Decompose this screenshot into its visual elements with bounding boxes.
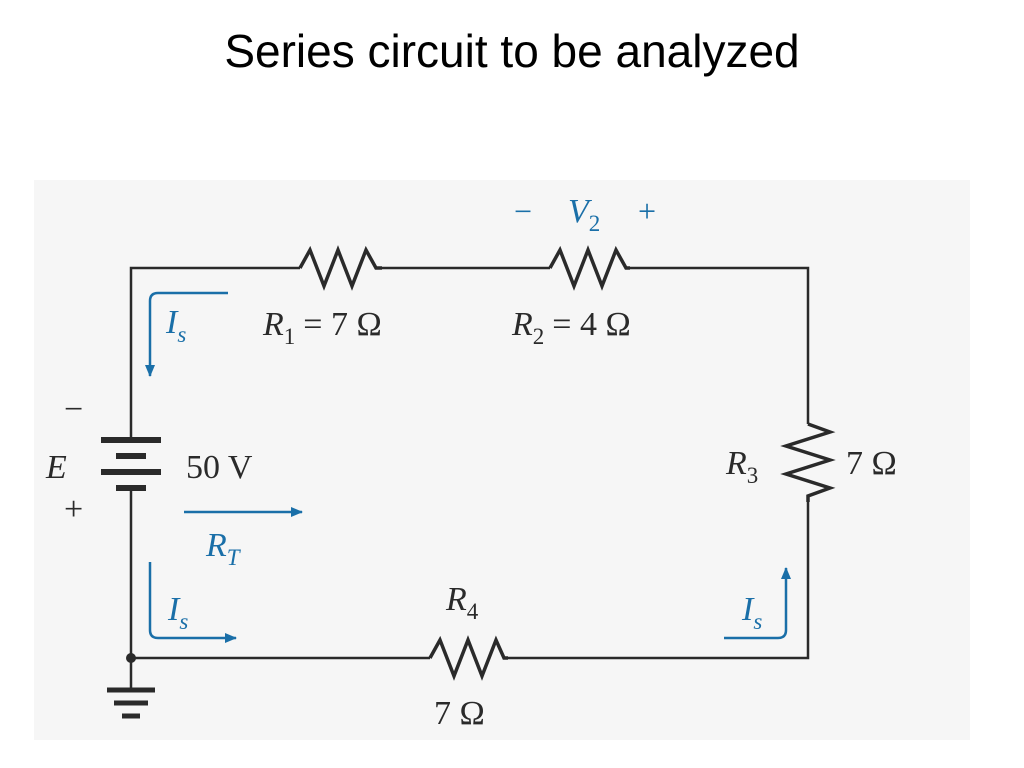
resistor-r2-symbol: [548, 245, 630, 291]
r3-value: 7 Ω: [846, 445, 897, 482]
wire-r3-r4: [508, 502, 810, 660]
r4-value: 7 Ω: [434, 695, 485, 732]
wire-r2-r3: [630, 266, 810, 424]
slide-title: Series circuit to be analyzed: [224, 25, 800, 77]
v2-minus-label: −: [514, 193, 532, 229]
current-arrow-top-left: [145, 291, 228, 377]
resistor-r4-symbol: [428, 635, 508, 681]
current-arrow-bottom-left: [148, 562, 237, 643]
battery-symbol: [101, 437, 161, 491]
v2-label: V2: [568, 193, 600, 236]
v2-plus-label: +: [638, 193, 656, 229]
current-label-bottom-right: Is: [741, 591, 762, 634]
wire-left-top: [129, 266, 300, 440]
ground-symbol: [107, 653, 155, 719]
rt-label: RT: [205, 527, 242, 570]
r1-label: R1= 7 Ω: [262, 306, 382, 349]
current-label-top-left: Is: [165, 304, 186, 347]
resistor-r3-symbol: [780, 422, 836, 502]
current-arrow-bottom-right: [724, 567, 791, 640]
circuit-wires: [129, 266, 810, 690]
r4-label: R4: [445, 581, 479, 624]
r3-label: R3: [725, 445, 758, 488]
source-value: 50 V: [186, 449, 253, 486]
r2-label: R2= 4 Ω: [511, 306, 631, 349]
wire-r4-source: [129, 488, 430, 660]
diagram-panel: [34, 180, 970, 740]
source-plus-label: +: [64, 491, 83, 528]
resistor-r1-symbol: [298, 245, 382, 291]
source-minus-label: −: [64, 391, 83, 428]
source-e-label: E: [45, 449, 67, 486]
current-label-bottom-left: Is: [167, 591, 188, 634]
